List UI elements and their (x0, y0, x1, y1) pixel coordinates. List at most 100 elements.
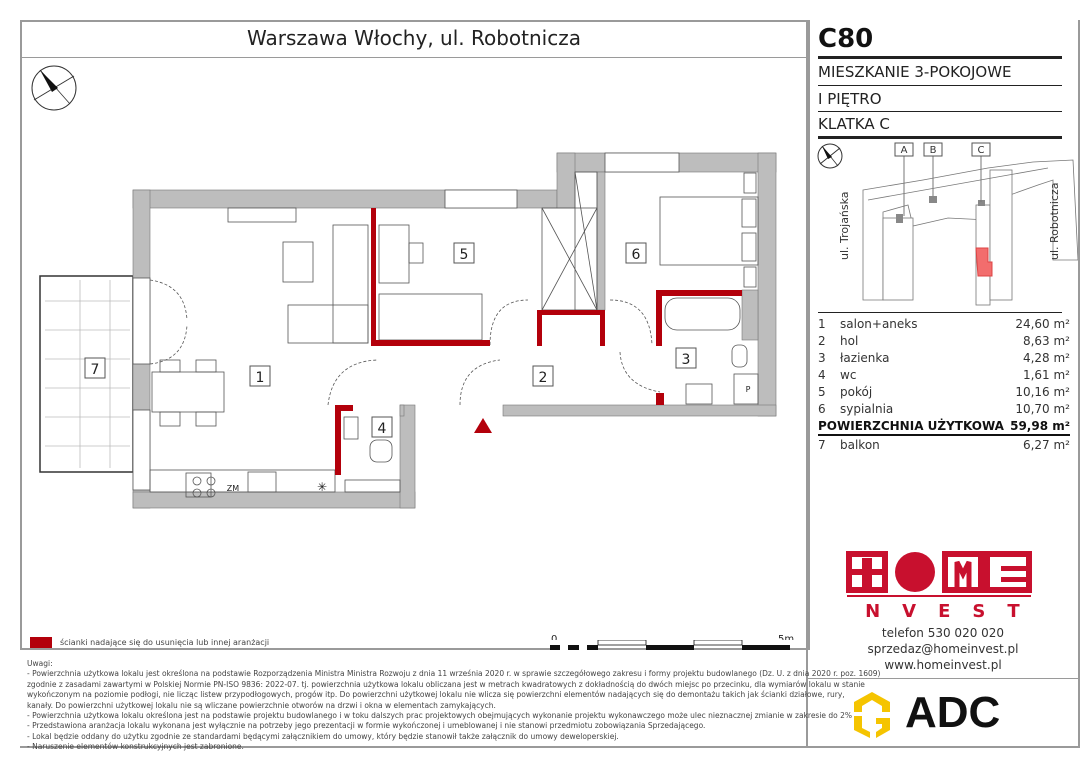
note-line: - Powierzchnia użytkowa lokalu jest okre… (27, 669, 881, 679)
note-line: - Przedstawiona aranżacja lokalu wykonan… (27, 721, 706, 731)
room-name: sypialnia (840, 401, 894, 416)
adc-logo-icon (854, 692, 890, 738)
staircase-a-label: A (901, 145, 908, 156)
contact-phone: telefon 530 020 020 (881, 626, 1005, 640)
room-area-table: 1 salon+aneks 24,60 m² 2 hol 8,63 m² 3 łazien… (818, 315, 1070, 453)
street-right-label: ul. Robotnicza (1048, 182, 1061, 260)
building-outline (862, 159, 1078, 306)
room-label-2: 2 (539, 370, 548, 386)
room-name: hol (840, 333, 859, 348)
staircase-b-marker (929, 196, 937, 203)
table-row: 7 balkon 6,27 m² (818, 435, 1070, 453)
room-area: 1,61 m² (1022, 367, 1070, 382)
room-number: 3 (818, 350, 826, 365)
unit-highlight (975, 247, 993, 277)
table-row: 3 łazienka 4,28 m² (818, 349, 1070, 366)
room-number: 1 (818, 316, 826, 331)
legend-swatch (30, 637, 52, 648)
room-area: 10,16 m² (1015, 384, 1070, 399)
table-row: 6 sypialnia 10,70 m² (818, 400, 1070, 417)
windows (132, 152, 680, 491)
unit-floor: I PIĘTRO (818, 90, 882, 108)
page-title: Warszawa Włochy, ul. Robotnicza (247, 26, 581, 50)
divider (818, 312, 1062, 313)
contact-email[interactable]: sprzedaz@homeinvest.pl (867, 642, 1019, 656)
room-label-1: 1 (256, 370, 265, 386)
kitchen-label: ZM (227, 484, 239, 493)
unit-staircase: KLATKA C (818, 115, 890, 133)
fridge-icon: ✳ (317, 480, 327, 494)
note-line: kanały. Do powierzchni użytkowej lokalu … (27, 700, 496, 710)
room-area: 6,27 m² (1022, 437, 1070, 452)
staircase-b-label: B (930, 145, 937, 156)
plan-frame (20, 20, 810, 650)
room-number: 5 (818, 384, 826, 399)
scale-start: 0 (551, 634, 557, 640)
removable-walls (335, 208, 742, 475)
door-swings (149, 279, 661, 406)
unit-code: C80 (818, 24, 874, 54)
contact-website[interactable]: www.homeinvest.pl (884, 658, 1002, 672)
note-line: - Lokal będzie oddany do użytku zgodnie … (27, 731, 619, 741)
notes-title: Uwagi: (27, 659, 53, 668)
room-area: 24,60 m² (1015, 316, 1070, 331)
room-name: salon+aneks (840, 316, 918, 331)
note-line: zgodnie z zasadami zawartymi w Polskiej … (27, 679, 865, 689)
brand-sub: INVEST (845, 601, 1035, 620)
note-line: - Naruszenie elementów konstrukcyjnych j… (27, 742, 244, 752)
divider (818, 136, 1062, 139)
floor-plan: 1 2 3 4 5 6 7 ZM P ✳ 0 5m (31, 65, 794, 640)
room-name: łazienka (840, 350, 890, 365)
staircase-c-label: C (978, 145, 985, 156)
divider (818, 56, 1062, 59)
staircase-c-marker (978, 200, 985, 206)
site-plan: A B C ul. Trojańska ul. Robotnicza (817, 142, 1078, 306)
table-row: 2 hol 8,63 m² (818, 332, 1070, 349)
room-label-7: 7 (91, 362, 100, 378)
bath-label: P (746, 385, 751, 394)
scale-bar-graphic (550, 640, 790, 650)
room-name: balkon (840, 437, 880, 452)
room-number: 7 (818, 437, 826, 452)
logo-divider (808, 678, 1078, 679)
notes: Uwagi: - Powierzchnia użytkowa lokalu je… (27, 659, 881, 753)
notes-frame (20, 646, 806, 748)
divider (818, 85, 1062, 86)
legend-text: ścianki nadające się do usunięcia lub in… (60, 638, 270, 647)
room-name: wc (840, 367, 857, 382)
table-row: 1 salon+aneks 24,60 m² (818, 315, 1070, 332)
table-row: 4 wc 1,61 m² (818, 366, 1070, 383)
room-number: 6 (818, 401, 826, 416)
room-label-3: 3 (682, 352, 691, 368)
room-label-6: 6 (632, 247, 641, 263)
entrance-marker-icon (474, 418, 492, 433)
scale-end: 5m (778, 634, 794, 640)
legend: ścianki nadające się do usunięcia lub in… (30, 637, 269, 648)
room-area: 8,63 m² (1022, 333, 1070, 348)
adc-logo-text: ADC (905, 688, 1001, 737)
total-area: 59,98 m² (1008, 417, 1070, 436)
room-area: 10,70 m² (1015, 401, 1070, 416)
room-number: 2 (818, 333, 826, 348)
room-number: 4 (818, 367, 826, 382)
room-name: pokój (840, 384, 873, 399)
room-area: 4,28 m² (1022, 350, 1070, 365)
home-invest-logo: INVEST (845, 551, 1035, 620)
divider (818, 111, 1062, 112)
street-left-label: ul. Trojańska (838, 191, 851, 260)
note-line: - Powierzchnia użytkowa lokalu określona… (27, 711, 853, 721)
compass-icon (817, 143, 843, 169)
compass-icon (31, 65, 77, 111)
unit-type: MIESZKANIE 3-POKOJOWE (818, 63, 1012, 81)
room-label-5: 5 (460, 247, 469, 263)
info-frame (806, 20, 1080, 748)
title-divider (22, 57, 808, 58)
note-line: wykończonym na poziomie podłogi, nie lic… (27, 690, 845, 700)
staircase-a-marker (896, 214, 903, 223)
room-label-4: 4 (378, 421, 387, 437)
table-row: 5 pokój 10,16 m² (818, 383, 1070, 400)
scale-bar: 0 5m (551, 634, 794, 640)
total-label: POWIERZCHNIA UŻYTKOWA (818, 417, 1009, 436)
